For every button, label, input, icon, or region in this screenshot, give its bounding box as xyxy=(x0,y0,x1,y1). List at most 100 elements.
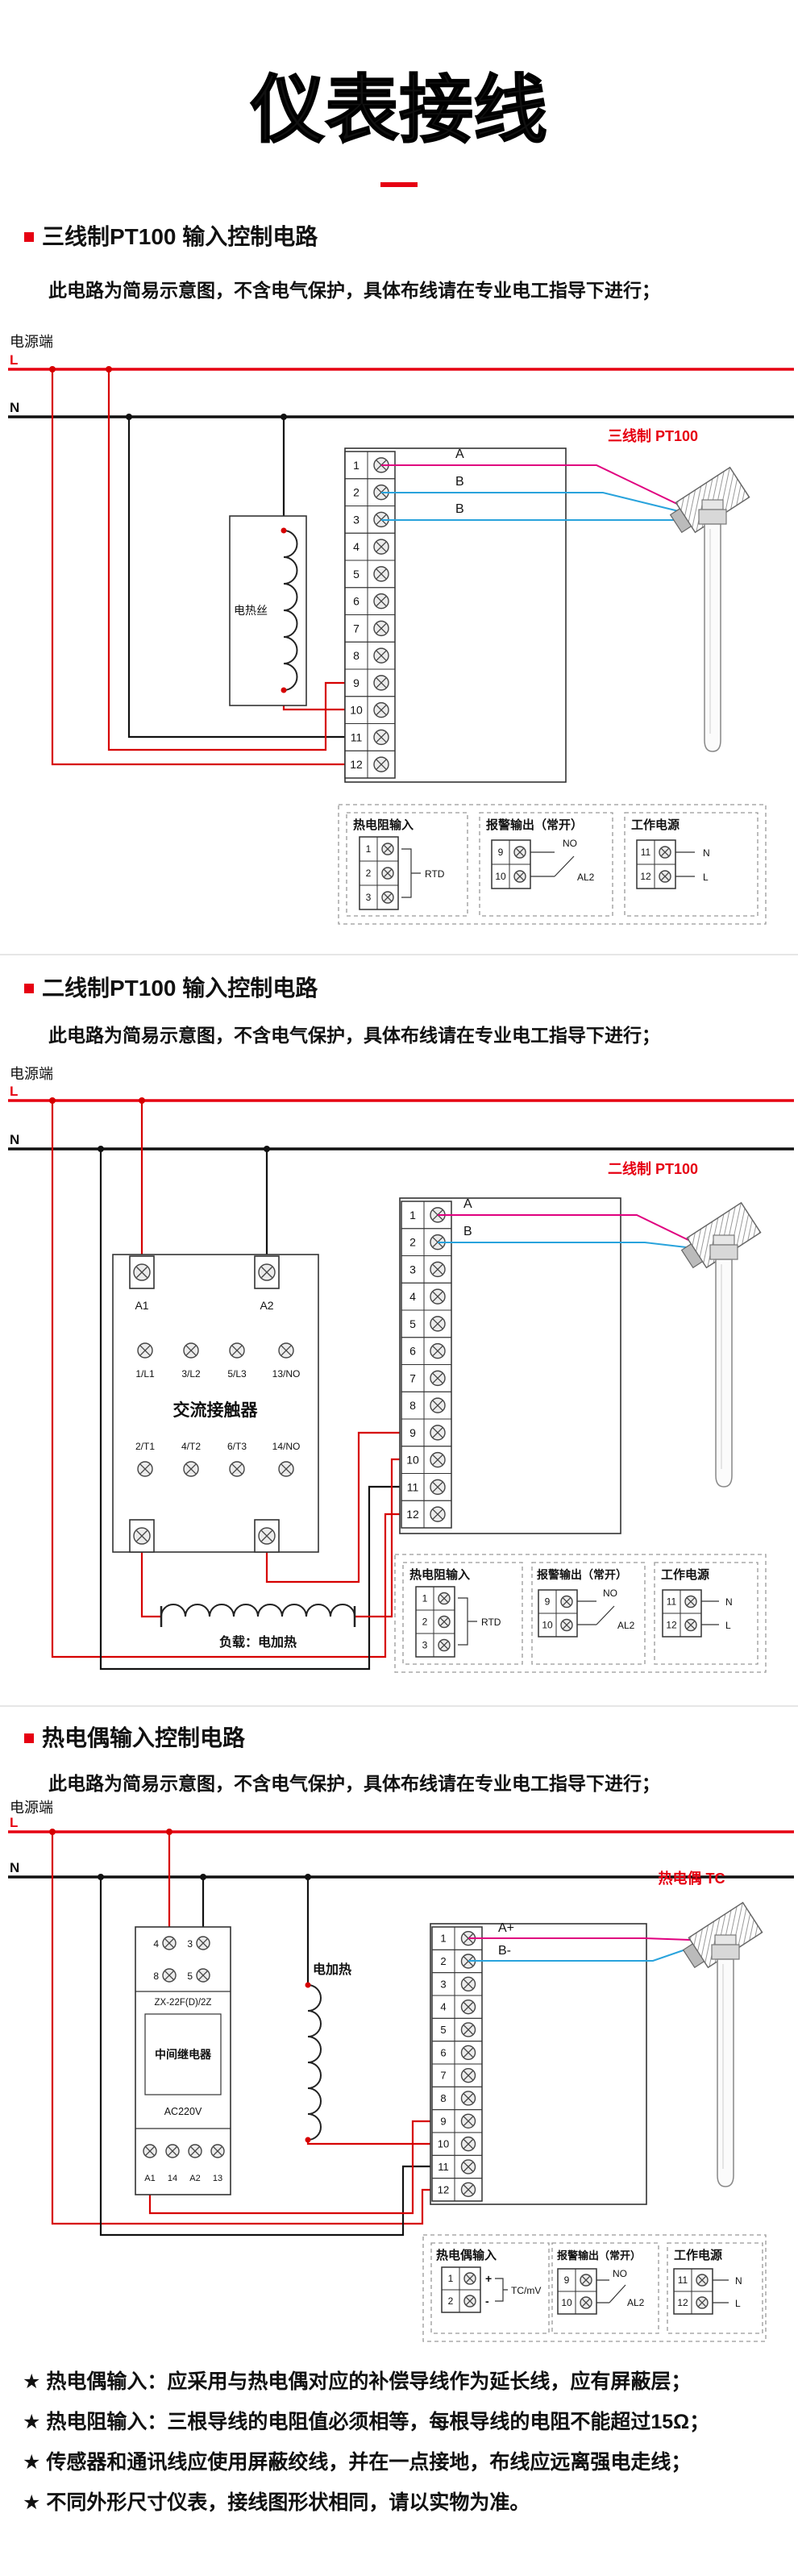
screw-terminal xyxy=(196,1936,210,1950)
screw-terminal xyxy=(460,2136,476,2152)
wire-l-to-terminal12 xyxy=(51,1101,401,1658)
junction-dot xyxy=(49,1097,56,1104)
alarm-name-label: AL2 xyxy=(577,872,595,883)
footnote-line: ★ 不同外形尺寸仪表，接线图形状相同，请以实物为准。 xyxy=(23,2491,530,2514)
terminal-number: 11 xyxy=(351,730,363,743)
section1-heading: 三线制PT100 输入控制电路 xyxy=(42,223,318,249)
terminal-number: 6 xyxy=(409,1345,416,1358)
screw-terminal xyxy=(373,756,389,772)
contactor-terminal-label: 3/L2 xyxy=(181,1368,201,1380)
power-n-label: N xyxy=(735,2275,742,2287)
relay-terminal-label: A1 xyxy=(144,2174,155,2183)
screw-terminal xyxy=(162,1936,177,1950)
terminal-number: 8 xyxy=(409,1399,416,1412)
power-l-label: L xyxy=(725,1620,731,1631)
legend-rtd-box xyxy=(402,1562,523,1665)
legend-power-title: 工作电源 xyxy=(631,818,680,832)
terminal-number: 1 xyxy=(366,843,372,855)
legend-alarm-title: 报警输出（常开） xyxy=(557,2249,641,2262)
screw-terminal xyxy=(373,675,389,691)
relay-screw xyxy=(210,2144,225,2158)
line-l-label: L xyxy=(10,352,18,368)
sensor-wire-b1 xyxy=(381,492,683,513)
heating-wire-component: 电热丝 xyxy=(229,515,307,706)
terminal-number: 9 xyxy=(440,2115,446,2127)
screw-terminal xyxy=(430,1425,446,1441)
screw-terminal xyxy=(229,1342,245,1359)
screw-terminal xyxy=(183,1342,199,1359)
no-contact-symbol xyxy=(530,851,575,877)
screw-terminal xyxy=(430,1479,446,1496)
sensor-wires-section1: A B B xyxy=(381,447,687,521)
legend-alarm-terminals: 910 xyxy=(538,1589,578,1638)
section1-bullet xyxy=(24,232,34,242)
line-n-label: N xyxy=(10,400,19,415)
footnotes: ★ 热电偶输入：应采用与热电偶对应的补偿导线作为延长线，应有屏蔽层； ★ 热电阻… xyxy=(23,2370,709,2514)
legend-tc-box xyxy=(430,2242,550,2334)
heater-label: 电热丝 xyxy=(234,604,268,617)
terminal-number: 5 xyxy=(353,568,360,581)
relay-screw xyxy=(165,2144,180,2158)
wire-a-label: A xyxy=(463,1197,472,1211)
wire-n-to-terminal11 xyxy=(99,1149,401,1671)
screw-terminal xyxy=(684,1618,697,1632)
screw-terminal xyxy=(373,647,389,664)
power-n-label: N xyxy=(703,847,710,859)
terminal-number: 10 xyxy=(495,871,506,882)
heater-coil xyxy=(283,530,298,691)
contactor-screw xyxy=(278,1342,294,1359)
terminal-number: 3 xyxy=(366,892,372,903)
screw-terminal xyxy=(430,1506,446,1522)
section-thermocouple: 热电偶输入控制电路 此电路为简易示意图，不含电气保护，具体布线请在专业电工指导下… xyxy=(8,1725,794,2342)
screw-terminal xyxy=(460,2067,476,2083)
section3-bullet xyxy=(24,1733,34,1743)
sensor-wire-a xyxy=(438,1214,689,1241)
screw-terminal xyxy=(560,1595,573,1608)
wire-tab-to-load xyxy=(140,1552,161,1618)
terminal-number: 11 xyxy=(407,1480,419,1493)
legend-tc-terminals: 12 xyxy=(441,2266,481,2313)
contactor-a2-label: A2 xyxy=(260,1299,273,1312)
contactor-screw xyxy=(183,1461,199,1477)
legend-rtd-terminals: 123 xyxy=(415,1586,455,1658)
relay-terminal-label: A2 xyxy=(189,2174,200,2183)
screw-terminal xyxy=(513,846,526,859)
screw-terminal xyxy=(373,566,389,582)
heater-label: 电加热 xyxy=(313,1962,351,1977)
power-terminal-label: 电源端 xyxy=(10,334,53,350)
section-2wire-pt100: 二线制PT100 输入控制电路 此电路为简易示意图，不含电气保护，具体布线请在专… xyxy=(8,975,794,1673)
relay-terminal-label: 13 xyxy=(213,2174,222,2183)
thermocouple-sensor xyxy=(678,1902,763,2187)
screw-terminal xyxy=(373,593,389,610)
screw-terminal xyxy=(278,1342,294,1359)
screw-terminal xyxy=(460,2113,476,2129)
screw-terminal xyxy=(373,539,389,555)
terminal-number: 2 xyxy=(353,486,360,499)
power-terminal-label: 电源端 xyxy=(10,1066,53,1082)
legend-alarm-box xyxy=(531,1562,646,1665)
pt100-sensor xyxy=(676,1202,762,1488)
sensor-label: 二线制 PT100 xyxy=(608,1160,698,1177)
terminal-number: 11 xyxy=(438,2161,449,2173)
junction-dot xyxy=(106,366,112,372)
relay-terminal-label: 8 xyxy=(153,1970,159,1982)
screw-terminal xyxy=(430,1370,446,1387)
terminal-number: 1 xyxy=(440,1933,446,1945)
contactor-terminal-label: 1/L1 xyxy=(135,1368,155,1380)
junction-dot xyxy=(305,1874,311,1880)
screw-terminal xyxy=(463,2272,476,2285)
terminal-number: 8 xyxy=(353,649,360,662)
legend-power-box xyxy=(667,2242,763,2334)
coil-terminal-dot xyxy=(305,1982,311,1988)
contactor-screw xyxy=(229,1461,245,1477)
screw-terminal xyxy=(696,2274,709,2287)
screw-terminal xyxy=(165,2144,180,2158)
terminal-number: 12 xyxy=(677,2297,688,2308)
screw-terminal xyxy=(460,2159,476,2174)
screw-terminal xyxy=(580,2296,592,2309)
screw-terminal xyxy=(196,1968,210,1983)
screw-terminal xyxy=(460,2091,476,2106)
